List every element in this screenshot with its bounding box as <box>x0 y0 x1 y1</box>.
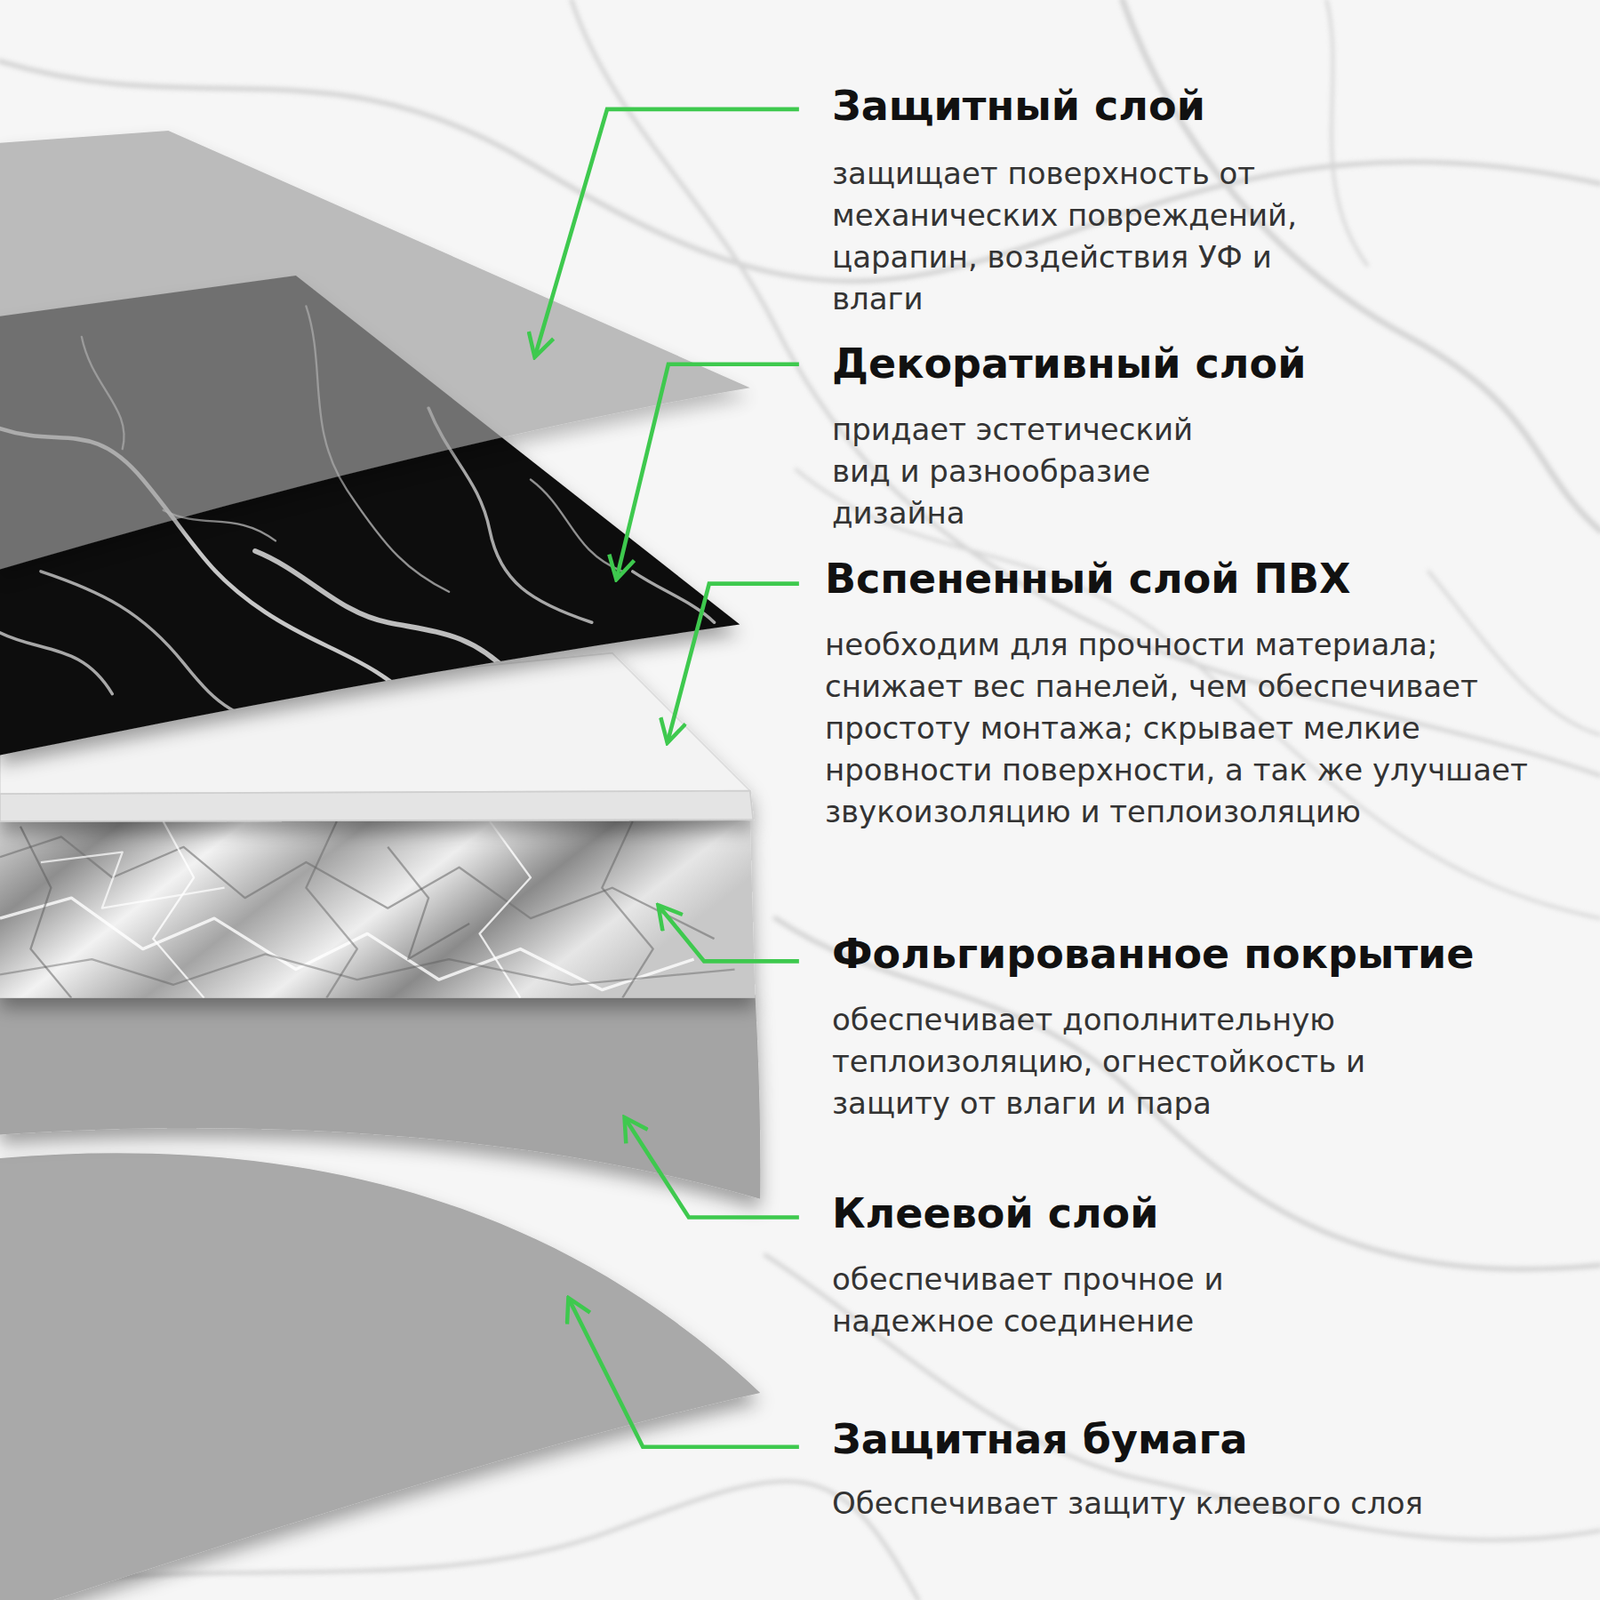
layer-description: придает эстетический вид и разнообразие … <box>832 408 1224 535</box>
marble-vein <box>1428 571 1600 736</box>
marble-vein <box>0 632 112 695</box>
foil-layer <box>0 821 755 999</box>
marble-vein <box>255 551 511 674</box>
pvc-edge <box>0 791 753 822</box>
marble-vein <box>1326 0 1368 265</box>
adhesive-layer <box>0 994 760 1200</box>
foil-crease <box>20 826 72 999</box>
layer-title: Защитная бумага <box>832 1415 1561 1464</box>
foil-sheet <box>0 821 755 999</box>
foil-crease <box>387 847 470 960</box>
marble-vein <box>530 480 623 572</box>
foil-crease <box>0 953 736 984</box>
leader-arrow <box>657 904 799 961</box>
layer-description: Обеспечивает защиту клеевого слоя <box>832 1482 1579 1525</box>
layer-title: Декоративный слой <box>832 339 1561 389</box>
marble-vein <box>40 571 306 736</box>
layer-title: Вспененный слой ПВХ <box>824 554 1590 604</box>
leader-arrow <box>568 1297 799 1448</box>
marble-vein <box>775 918 1600 1270</box>
layer-description: защищает поверхность от механических пов… <box>832 152 1366 320</box>
marble-vein <box>795 469 1600 919</box>
protective-top-layer <box>0 130 751 570</box>
layer-title: Клеевой слой <box>832 1189 1561 1239</box>
foil-crease <box>152 821 204 999</box>
leader-arrow <box>624 1117 800 1218</box>
layer-title: Фольгированное покрытие <box>832 929 1588 979</box>
layer-description: необходим для прочности материала; снижа… <box>824 624 1581 833</box>
leader-arrow <box>667 584 800 744</box>
protective-paper-layer <box>0 1152 760 1600</box>
foil-crinkles <box>0 821 736 999</box>
leader-lines <box>535 109 800 1448</box>
leader-arrow <box>616 364 799 580</box>
foil-crease <box>40 852 225 909</box>
foil-crease <box>601 821 653 999</box>
marble-vein <box>765 1255 1600 1541</box>
leader-arrow <box>535 109 800 358</box>
layer-description: обеспечивает прочное и надежное соединен… <box>832 1258 1295 1343</box>
layer-title: Защитный слой <box>832 81 1561 131</box>
layer-description: обеспечивает дополнительную теплоизоляци… <box>832 999 1437 1125</box>
